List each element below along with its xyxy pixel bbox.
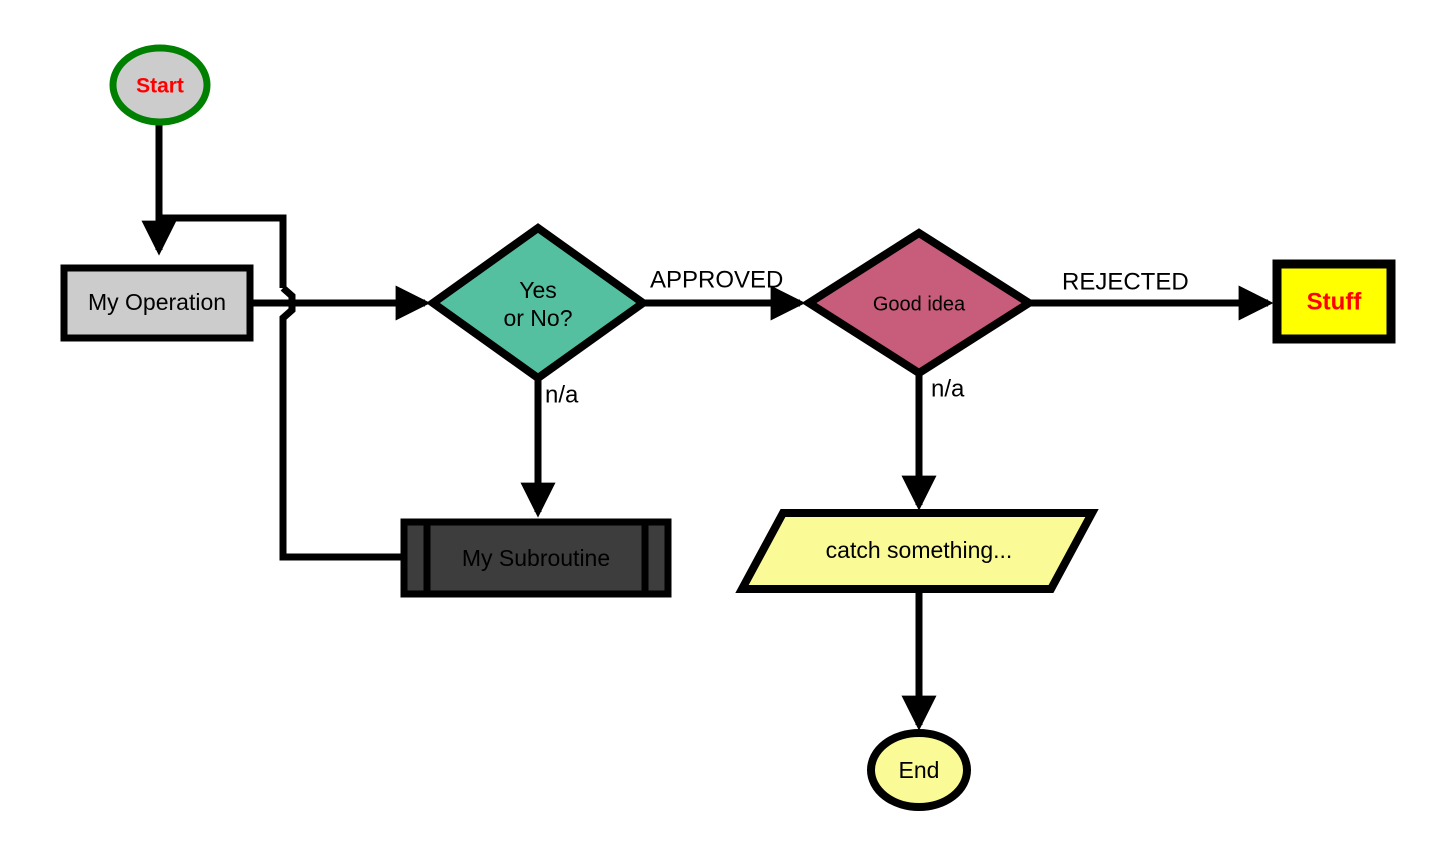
end-ellipse [867, 729, 971, 811]
good-idea-label: Good idea [873, 293, 966, 315]
start-ellipse [109, 44, 211, 126]
my-operation-rect [60, 264, 254, 342]
node-start[interactable]: Start [109, 44, 211, 126]
edge-good-idea-to-stuff: REJECTED [1029, 268, 1274, 321]
my-subroutine-rect [400, 518, 672, 598]
node-yes-or-no[interactable]: Yes or No? [426, 223, 650, 383]
edge-line-loopback-lower [279, 285, 404, 561]
my-operation-label: My Operation [88, 289, 226, 315]
yes-or-no-label-line1: Yes [519, 277, 557, 303]
edge-label-rejected: REJECTED [1062, 268, 1189, 295]
edge-good-idea-to-catch-something: n/a [901, 373, 965, 511]
catch-something-label: catch something... [826, 537, 1013, 563]
stuff-rect [1272, 259, 1396, 344]
edge-loopback-to-my-subroutine [159, 214, 404, 561]
edge-label-na-right: n/a [931, 375, 965, 402]
edge-label-approved: APPROVED [650, 266, 783, 293]
edge-label-na-left: n/a [545, 381, 579, 408]
yes-or-no-diamond [426, 223, 650, 383]
my-subroutine-label: My Subroutine [462, 545, 610, 571]
edge-line-loopback-upper [159, 214, 287, 288]
node-stuff[interactable]: Stuff [1272, 259, 1396, 344]
node-end[interactable]: End [867, 729, 971, 811]
yes-or-no-label-line2: or No? [503, 305, 572, 331]
good-idea-diamond [801, 228, 1037, 378]
node-my-subroutine[interactable]: My Subroutine [400, 518, 672, 598]
node-good-idea[interactable]: Good idea [801, 228, 1037, 378]
start-label: Start [136, 75, 184, 98]
catch-something-parallelogram [735, 509, 1099, 593]
edge-yes-or-no-to-my-subroutine: n/a [520, 378, 579, 518]
stuff-label: Stuff [1307, 288, 1363, 315]
edge-yes-or-no-to-good-idea: APPROVED [643, 266, 806, 321]
node-catch-something[interactable]: catch something... [735, 509, 1099, 593]
node-my-operation[interactable]: My Operation [60, 264, 254, 342]
end-label: End [899, 757, 940, 783]
